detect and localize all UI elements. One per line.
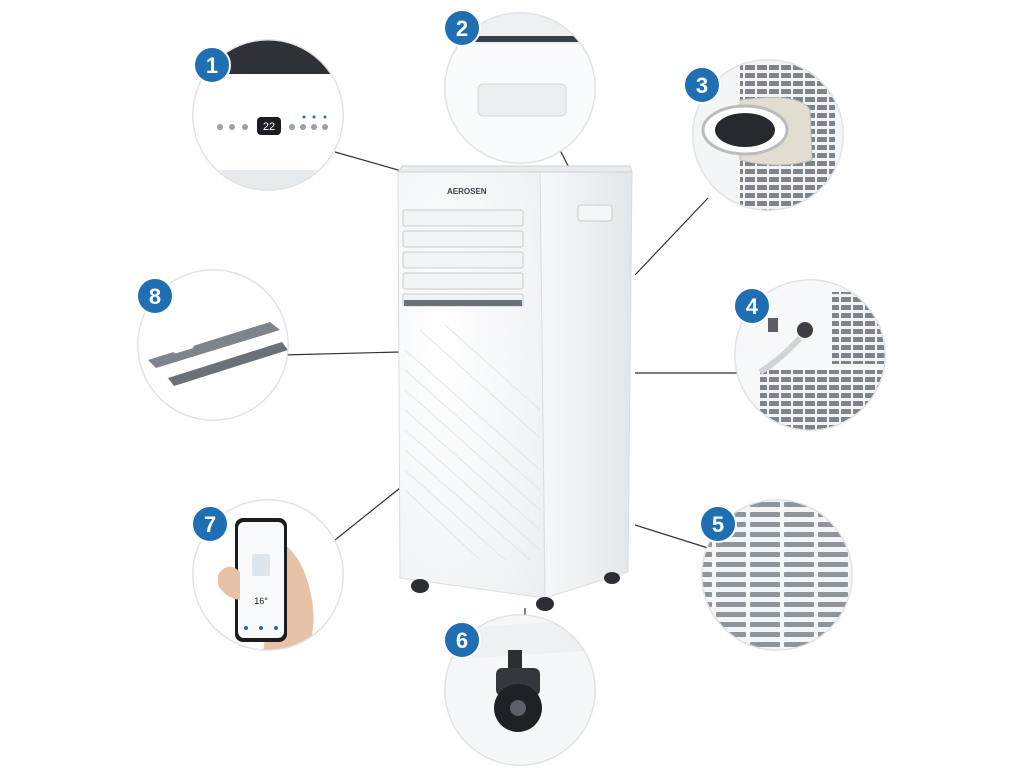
callout-badges: 1 2 3 4 5 6 7 8 xyxy=(136,9,771,659)
badge-6: 6 xyxy=(443,621,481,659)
callout-2-top-handle xyxy=(444,12,596,164)
leader-line-3 xyxy=(634,197,709,276)
leader-lines xyxy=(281,149,738,622)
brand-logo: AEROSEN xyxy=(447,187,487,196)
callout-5-filter-grille xyxy=(701,499,853,651)
svg-text:7: 7 xyxy=(204,512,216,537)
callout-3-exhaust-hose xyxy=(692,59,844,211)
badge-8: 8 xyxy=(136,277,174,315)
front-texture xyxy=(404,324,541,561)
air-conditioner-unit: AEROSEN xyxy=(397,165,633,611)
badge-3: 3 xyxy=(683,66,721,104)
handle-recess xyxy=(477,83,567,117)
svg-text:4: 4 xyxy=(746,294,759,319)
unit-wheels xyxy=(411,572,620,611)
temperature-display xyxy=(257,117,281,135)
svg-text:8: 8 xyxy=(149,284,161,309)
display-value: 22 xyxy=(263,121,275,133)
svg-text:2: 2 xyxy=(456,16,468,41)
svg-text:3: 3 xyxy=(696,73,708,98)
leader-line-1 xyxy=(334,151,406,173)
callout-6-caster-wheel xyxy=(444,614,596,766)
svg-text:6: 6 xyxy=(456,628,468,653)
badge-7: 7 xyxy=(191,505,229,543)
leader-line-7 xyxy=(334,487,401,541)
leader-line-8 xyxy=(281,351,401,356)
app-temperature: 16° xyxy=(254,596,268,606)
badge-2: 2 xyxy=(443,9,481,47)
drain-port xyxy=(797,322,813,338)
badge-5: 5 xyxy=(699,505,737,543)
svg-text:1: 1 xyxy=(206,53,218,78)
side-handle xyxy=(577,204,613,222)
badge-4: 4 xyxy=(733,287,771,325)
svg-text:5: 5 xyxy=(712,512,724,537)
badge-1: 1 xyxy=(193,46,231,84)
window-slider-upper xyxy=(148,322,280,368)
window-slider-lower xyxy=(168,342,288,386)
leader-line-5 xyxy=(634,524,709,549)
